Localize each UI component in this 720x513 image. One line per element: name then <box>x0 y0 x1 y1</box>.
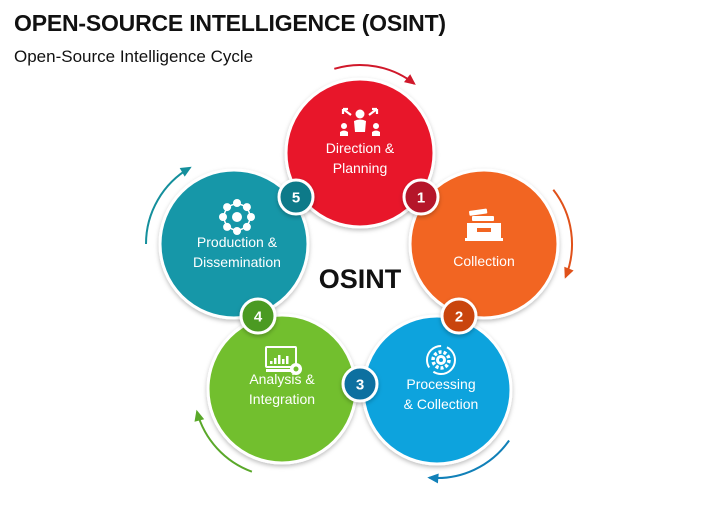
stage-5: Production & Dissemination <box>158 168 310 320</box>
stage-circle-5 <box>158 168 310 320</box>
cycle-arrowhead-4 <box>194 409 205 422</box>
cycle-arrowhead-5 <box>179 166 192 177</box>
stage-number-3: 3 <box>356 377 364 394</box>
stage-label-1-line-1: Direction & <box>326 140 395 156</box>
stage-number-4: 4 <box>254 309 263 326</box>
stage-label-2-line-1: Collection <box>453 253 514 269</box>
dashboard-gear-icon <box>265 346 302 375</box>
page-subtitle: Open-Source Intelligence Cycle <box>14 47 254 66</box>
gear-cycle-icon <box>426 345 456 375</box>
stage-number-1: 1 <box>417 190 425 207</box>
stage-number-badge-5: 5 <box>277 178 315 216</box>
network-people-icon <box>219 199 255 235</box>
center-label: OSINT <box>319 264 402 294</box>
inbox-tray-icon <box>465 208 503 241</box>
people-directions-icon <box>340 107 380 136</box>
stage-number-badge-4: 4 <box>239 297 277 335</box>
stage-4: Analysis & Integration <box>206 313 358 465</box>
stage-label-5-line-2: Dissemination <box>193 254 281 270</box>
stage-label-3-line-2: & Collection <box>404 396 479 412</box>
cycle-arrowhead-1 <box>404 74 416 85</box>
stage-3: Processing & Collection <box>361 314 513 466</box>
cycle-arrowhead-2 <box>564 266 574 279</box>
stage-circle-1 <box>284 77 436 229</box>
stage-1: Direction & Planning <box>284 77 436 229</box>
stage-label-4-line-1: Analysis & <box>249 371 315 387</box>
cycle-arrow-2 <box>552 189 573 278</box>
stage-number-badge-3: 3 <box>341 365 379 403</box>
stage-number-2: 2 <box>455 309 463 326</box>
page-title: OPEN-SOURCE INTELLIGENCE (OSINT) <box>14 10 446 36</box>
cycle-arrowhead-3 <box>427 473 439 484</box>
stage-label-1-line-2: Planning <box>333 160 388 176</box>
stage-number-badge-1: 1 <box>402 178 440 216</box>
stage-number-5: 5 <box>292 190 300 207</box>
cycle-arrows <box>145 64 574 484</box>
stage-circle-4 <box>206 313 358 465</box>
stage-label-5-line-1: Production & <box>197 234 278 250</box>
stage-label-4-line-2: Integration <box>249 391 315 407</box>
stage-circle-2 <box>408 168 560 320</box>
cycle-arrow-3 <box>429 439 510 480</box>
stage-number-badge-2: 2 <box>440 297 478 335</box>
cycle-arrow-5 <box>145 166 191 245</box>
stage-label-3-line-1: Processing <box>406 376 475 392</box>
stage-2: Collection <box>408 168 560 320</box>
